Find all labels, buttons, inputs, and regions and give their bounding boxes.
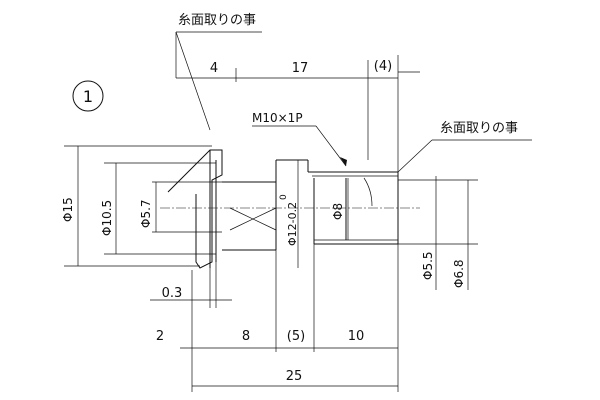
- dim-top-17: 17: [292, 61, 309, 76]
- thread-note: M10×1P: [252, 111, 347, 167]
- chamfer-note-right: 糸面取りの事: [397, 121, 532, 173]
- dim-phi15: Φ15: [61, 197, 75, 222]
- thread-note-text: M10×1P: [252, 111, 303, 125]
- dim-top-paren-4: (4): [374, 59, 392, 74]
- chamfer-note-top: 糸面取りの事: [175, 13, 262, 131]
- dim-bottom-8: 8: [242, 329, 250, 344]
- dim-phi8: Φ8: [331, 203, 345, 220]
- dim-phi5-7: Φ5.7: [139, 199, 153, 228]
- middle-diameter-dimensions: Φ12-0.2 0 Φ8: [279, 160, 349, 268]
- dim-phi12: Φ12-0.2: [286, 202, 299, 246]
- part-outline: [167, 149, 399, 269]
- dim-phi12-tol0: 0: [279, 194, 289, 200]
- right-diameter-dimensions: Φ5.5 Φ6.8: [398, 176, 478, 290]
- chamfer-note-right-text: 糸面取りの事: [440, 121, 518, 136]
- dim-0-3: 0.3: [162, 286, 183, 301]
- dim-0-3-group: 0.3: [150, 262, 232, 308]
- dim-phi6-8: Φ6.8: [452, 259, 466, 288]
- dim-bottom-paren-5: (5): [287, 329, 305, 344]
- dim-bottom-10: 10: [348, 329, 365, 344]
- dim-bottom-25: 25: [286, 369, 303, 384]
- part-number: 1: [83, 87, 93, 106]
- top-dimensions: 4 17 (4): [176, 55, 420, 175]
- dim-phi5-5: Φ5.5: [421, 251, 435, 280]
- part-number-balloon: 1: [72, 80, 104, 112]
- bottom-dimensions: 2 8 (5) 10 25: [156, 244, 399, 392]
- chamfer-note-top-text: 糸面取りの事: [178, 13, 256, 28]
- dim-bottom-2: 2: [156, 329, 164, 344]
- dim-phi10-5: Φ10.5: [100, 200, 114, 236]
- dim-top-4: 4: [210, 61, 218, 76]
- left-diameter-dimensions: Φ15 Φ10.5 Φ5.7: [61, 145, 222, 267]
